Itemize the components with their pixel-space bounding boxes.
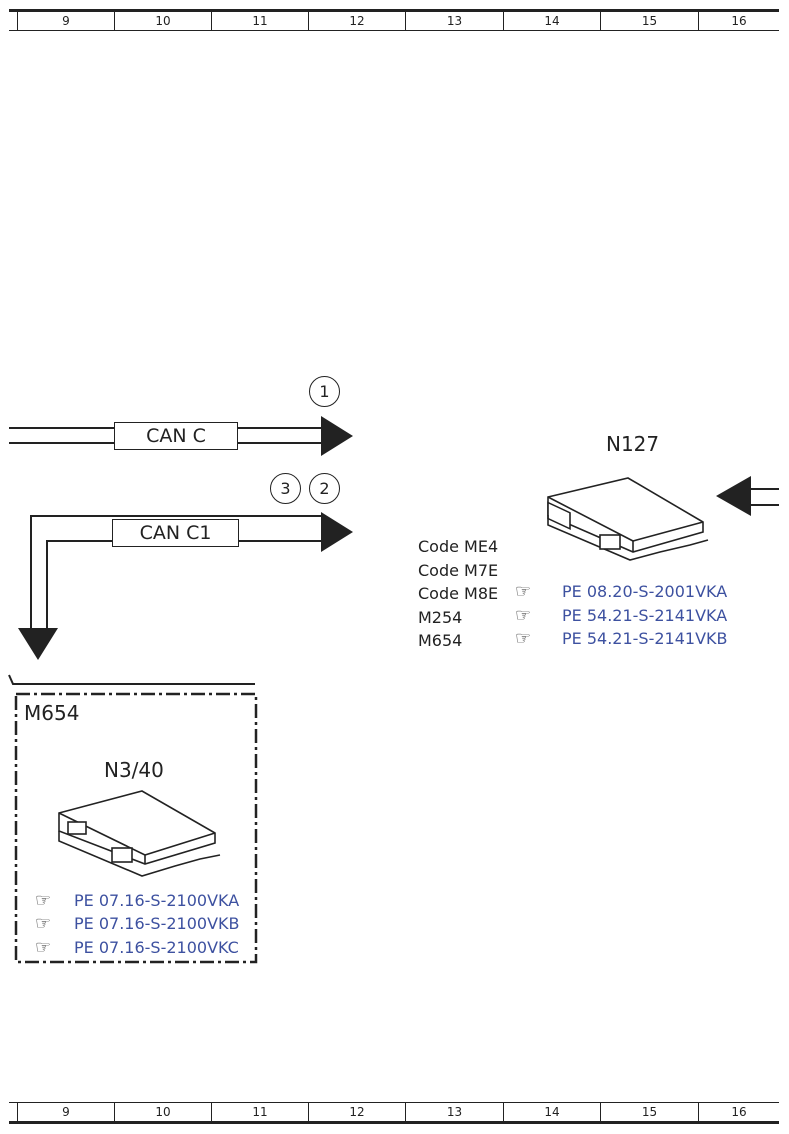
ruler-col-11: 11 — [211, 12, 308, 30]
ruler-col-16: 16 — [698, 12, 779, 30]
pointing-hand-icon: ☞ — [515, 628, 532, 649]
ruler-col-11: 11 — [211, 1103, 308, 1121]
reference-link[interactable]: PE 54.21-S-2141VKB — [562, 629, 728, 648]
n127-reference-row[interactable]: ☞ PE 54.21-S-2141VKA — [515, 605, 727, 626]
top-grid-ruler: 9 10 11 12 13 14 15 16 — [9, 9, 779, 31]
reference-link[interactable]: PE 07.16-S-2100VKA — [74, 891, 240, 910]
control-unit-icon — [58, 790, 221, 877]
n3-40-reference-row[interactable]: ☞ PE 07.16-S-2100VKB — [35, 913, 239, 934]
ruler-col-14: 14 — [503, 12, 600, 30]
ruler-col-13: 13 — [405, 12, 503, 30]
can-c1-arrow-right — [321, 512, 353, 552]
ruler-col-12: 12 — [308, 1103, 405, 1121]
n3-40-reference-row[interactable]: ☞ PE 07.16-S-2100VKA — [35, 890, 239, 911]
reference-link[interactable]: PE 54.21-S-2141VKA — [562, 606, 728, 625]
code-item: Code M7E — [418, 560, 499, 580]
marker-2: 2 — [309, 473, 340, 504]
reference-link[interactable]: PE 07.16-S-2100VKB — [74, 914, 240, 933]
m654-group-frame — [14, 692, 258, 964]
n127-title: N127 — [606, 432, 660, 456]
control-unit-icon — [547, 477, 709, 561]
code-item: Code ME4 — [418, 537, 499, 556]
ruler-col-10: 10 — [114, 12, 211, 30]
n127-reference-row[interactable]: ☞ PE 08.20-S-2001VKA — [515, 581, 727, 602]
bottom-grid-ruler: 9 10 11 12 13 14 15 16 — [9, 1102, 779, 1124]
ruler-col-10: 10 — [114, 1103, 211, 1121]
code-item: M654 — [418, 631, 463, 650]
can-c1-label-box: CAN C1 — [112, 519, 239, 547]
n127-code-list: Code ME4 Code M7E Code M8E M254 M654 — [418, 535, 498, 653]
can-c-arrow-right — [321, 416, 353, 456]
ruler-col-14: 14 — [503, 1103, 600, 1121]
n3-40-reference-row[interactable]: ☞ PE 07.16-S-2100VKC — [35, 937, 239, 958]
ruler-col-16: 16 — [698, 1103, 779, 1121]
ruler-col-15: 15 — [600, 12, 698, 30]
reference-link[interactable]: PE 07.16-S-2100VKC — [74, 938, 239, 957]
pointing-hand-icon: ☞ — [35, 937, 52, 958]
reference-link[interactable]: PE 08.20-S-2001VKA — [562, 582, 728, 601]
n127-reference-row[interactable]: ☞ PE 54.21-S-2141VKB — [515, 628, 727, 649]
marker-3: 3 — [270, 473, 301, 504]
ruler-edge — [9, 1103, 17, 1121]
ruler-col-9: 9 — [17, 12, 114, 30]
pointing-hand-icon: ☞ — [515, 581, 532, 602]
can-c1-line-inner — [46, 540, 322, 628]
code-item: Code M8E — [418, 584, 499, 603]
pointing-hand-icon: ☞ — [35, 913, 52, 934]
can-c-label-box: CAN C — [114, 422, 238, 450]
ruler-col-9: 9 — [17, 1103, 114, 1121]
group-frame-top-edge — [8, 674, 255, 685]
ruler-col-12: 12 — [308, 12, 405, 30]
code-item: M254 — [418, 607, 463, 627]
ruler-col-13: 13 — [405, 1103, 503, 1121]
n3-40-title: N3/40 — [104, 758, 164, 782]
can-c1-line-outer — [30, 515, 322, 628]
n127-arrow-left — [716, 476, 751, 516]
can-c1-arrow-down — [18, 628, 58, 660]
marker-1: 1 — [309, 376, 340, 407]
pointing-hand-icon: ☞ — [515, 605, 532, 626]
pointing-hand-icon: ☞ — [35, 890, 52, 911]
ruler-col-15: 15 — [600, 1103, 698, 1121]
group-label: M654 — [24, 701, 80, 725]
